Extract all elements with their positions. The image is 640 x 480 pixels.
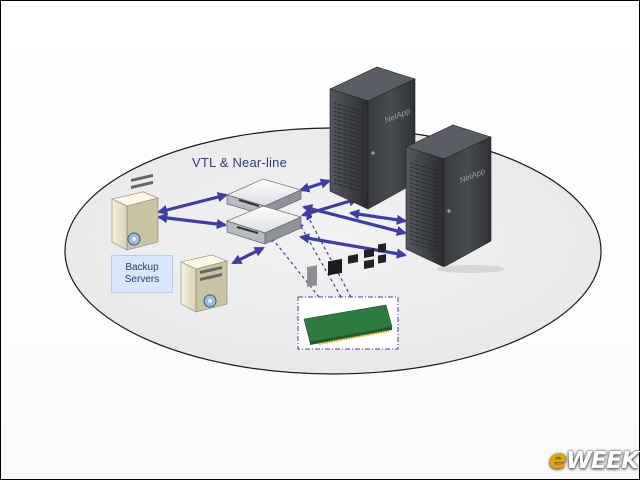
eweek-logo: eWEEK [549, 445, 639, 475]
arrow-rack1-rack2 [348, 209, 408, 225]
dashed-arrow-2 [298, 221, 342, 298]
arrow-appliance-rack2-bottom [298, 233, 408, 259]
eweek-logo-suffix: WEEK [566, 448, 639, 474]
arrow-server1-appliance-bottom [156, 212, 228, 230]
storage-rack-1-icon: NetApp [329, 66, 416, 210]
vtl-appliance-top-icon [225, 178, 303, 216]
card-dashed-arrows [270, 213, 352, 298]
storage-rack-2-icon: NetApp [405, 124, 505, 273]
arrow-server1-appliance-top [157, 192, 228, 215]
backup-servers-label-line2: Servers [124, 274, 160, 285]
backup-servers-label: Backup Servers [111, 255, 173, 293]
arrow-appliance-rack1-top [299, 178, 331, 193]
arrow-server2-appliance-bottom [231, 246, 265, 265]
eweek-logo-prefix: e [549, 445, 567, 475]
vtl-near-line-label: VTL & Near-line [192, 155, 287, 170]
backup-server-2-icon [180, 254, 228, 313]
expansion-card-icon [297, 243, 399, 350]
backup-server-1-icon [111, 173, 159, 251]
backup-servers-label-line1: Backup [125, 262, 159, 273]
vtl-appliance-bottom-icon [225, 205, 303, 245]
dashed-arrow-1 [270, 236, 320, 298]
connection-arrows [156, 178, 408, 265]
